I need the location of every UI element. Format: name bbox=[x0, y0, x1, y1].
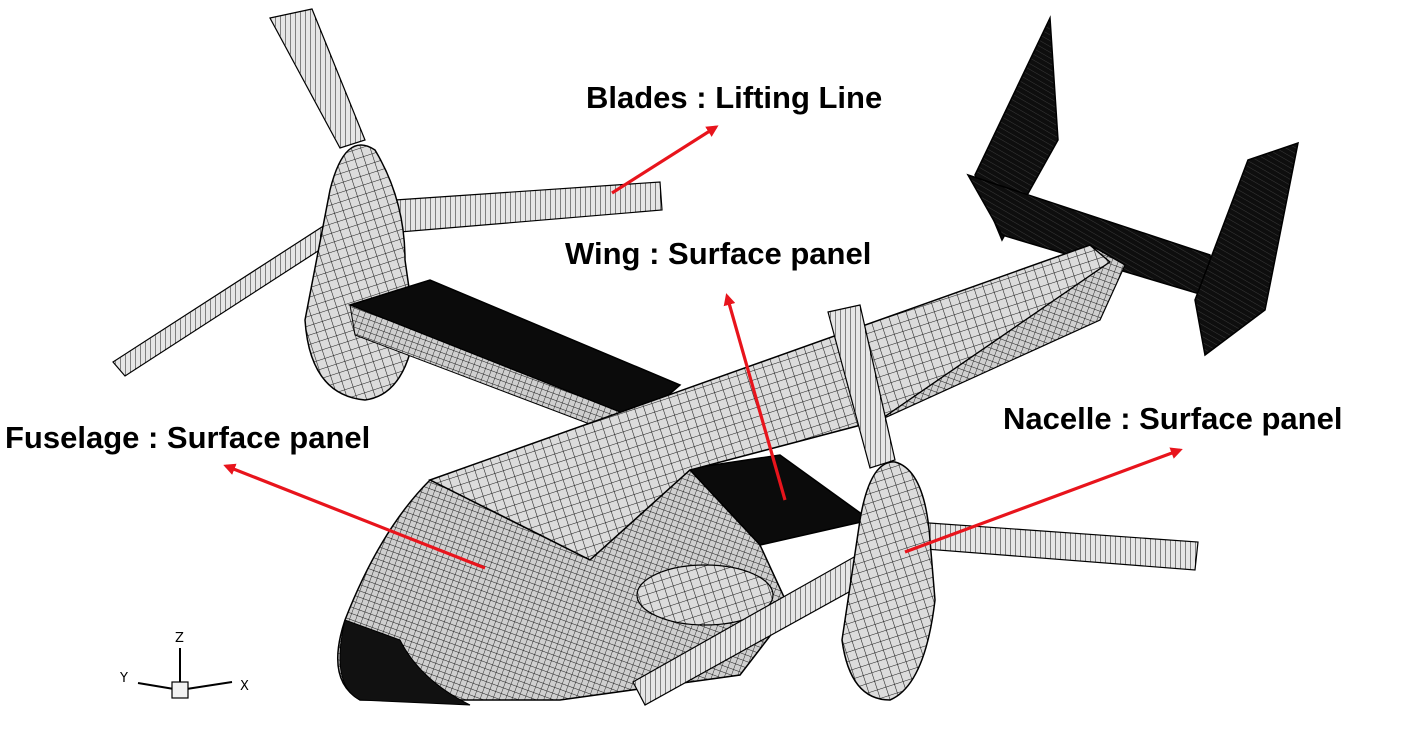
wing bbox=[347, 279, 872, 546]
arrow-fuselage bbox=[223, 463, 486, 570]
axis-z-label: Z bbox=[175, 631, 184, 646]
sponson bbox=[636, 564, 774, 626]
axis-x-label: X bbox=[240, 679, 249, 694]
tail-right-fin bbox=[1194, 141, 1299, 357]
right-nacelle bbox=[841, 461, 936, 701]
fuselage-nose bbox=[339, 619, 471, 706]
arrow-blades bbox=[611, 125, 719, 195]
label-blades: Blades : Lifting Line bbox=[586, 80, 883, 115]
axis-y-label: Y bbox=[119, 671, 128, 686]
axis-triad-icon: Z Y X bbox=[119, 631, 249, 699]
left-rotor-blades bbox=[112, 8, 663, 377]
label-wing: Wing : Surface panel bbox=[565, 236, 872, 271]
fuselage-side bbox=[337, 468, 791, 701]
tail-assembly bbox=[966, 15, 1299, 357]
fuselage bbox=[337, 244, 1126, 706]
left-blade-right bbox=[394, 181, 663, 233]
right-rotor-blades bbox=[632, 304, 1199, 706]
label-nacelle: Nacelle : Surface panel bbox=[1003, 401, 1343, 436]
arrow-wing bbox=[723, 293, 787, 501]
arrow-nacelle bbox=[904, 447, 1183, 554]
label-fuselage: Fuselage : Surface panel bbox=[5, 420, 371, 455]
annotation-arrows bbox=[223, 125, 1183, 570]
left-nacelle bbox=[304, 144, 416, 401]
left-blade-up bbox=[269, 8, 366, 149]
right-blade-up bbox=[827, 304, 896, 469]
fuselage-tailboom bbox=[879, 244, 1126, 421]
right-blade-right bbox=[911, 521, 1199, 571]
left-blade-side bbox=[112, 224, 336, 377]
